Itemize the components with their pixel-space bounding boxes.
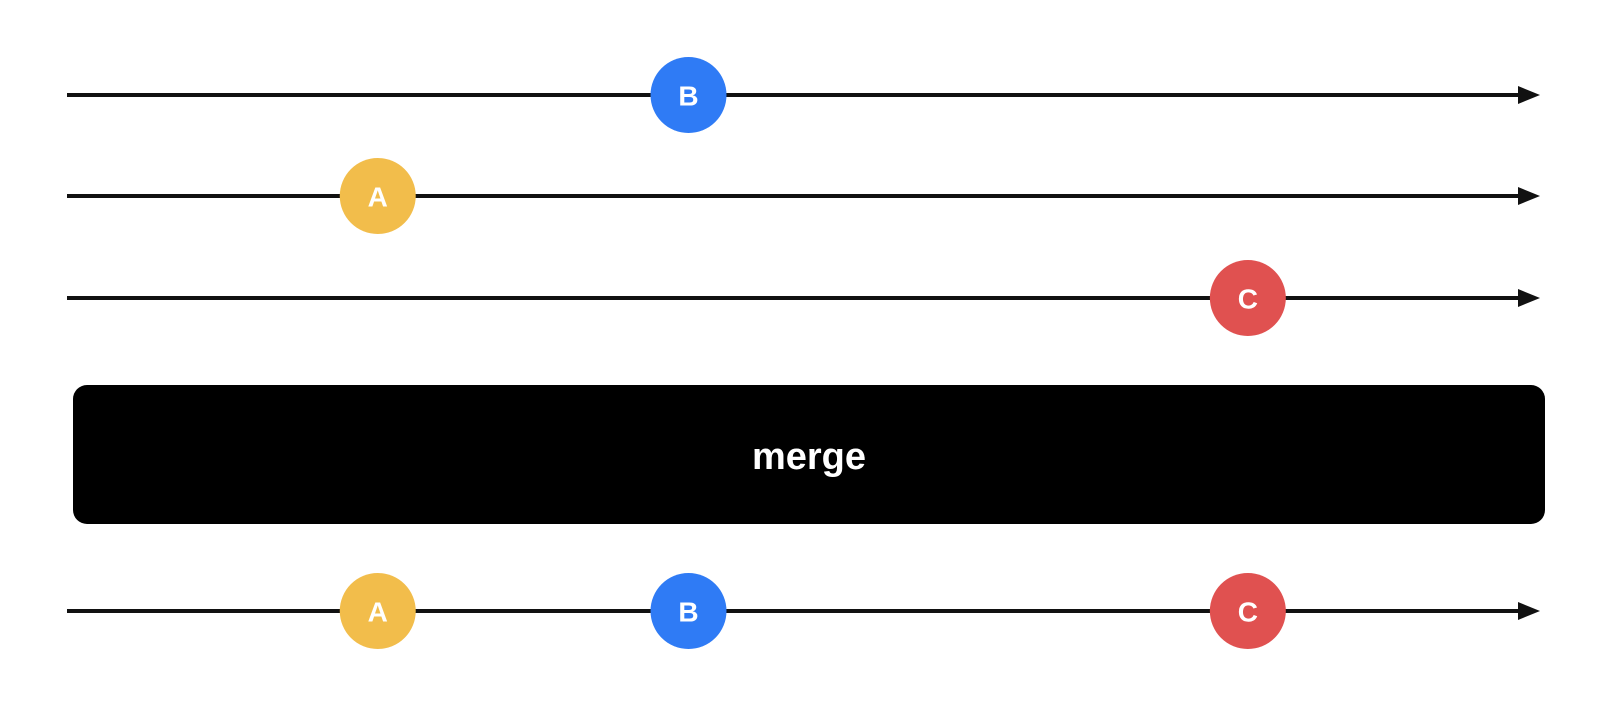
input-streams: B A C — [67, 57, 1540, 336]
marble-b: B — [650, 573, 727, 649]
marble-label: C — [1238, 284, 1258, 315]
marble-circle — [650, 57, 727, 133]
marble-circle — [339, 573, 416, 649]
marble-label: B — [678, 81, 698, 112]
marble-b: B — [650, 57, 727, 133]
marble-label: B — [678, 597, 698, 628]
timeline-arrowhead — [1518, 289, 1540, 307]
marble-c: C — [1209, 573, 1286, 649]
input-stream-3: C — [67, 260, 1540, 336]
marble-a: A — [339, 158, 416, 234]
marble-label: A — [368, 597, 388, 628]
marble-circle — [1209, 260, 1286, 336]
output-stream: A B C — [67, 573, 1540, 649]
marble-circle — [339, 158, 416, 234]
marble-c: C — [1209, 260, 1286, 336]
marble-circle — [1209, 573, 1286, 649]
marble-a: A — [339, 573, 416, 649]
marble-label: C — [1238, 597, 1258, 628]
timeline-arrowhead — [1518, 86, 1540, 104]
input-stream-2: A — [67, 158, 1540, 234]
merge-operator-box — [73, 385, 1545, 524]
marble-label: A — [368, 182, 388, 213]
timeline-arrowhead — [1518, 187, 1540, 205]
input-stream-1: B — [67, 57, 1540, 133]
marble-circle — [650, 573, 727, 649]
merge-operator-label: merge — [752, 436, 866, 478]
operator-box-group: merge — [73, 385, 1545, 524]
timeline-arrowhead — [1518, 602, 1540, 620]
